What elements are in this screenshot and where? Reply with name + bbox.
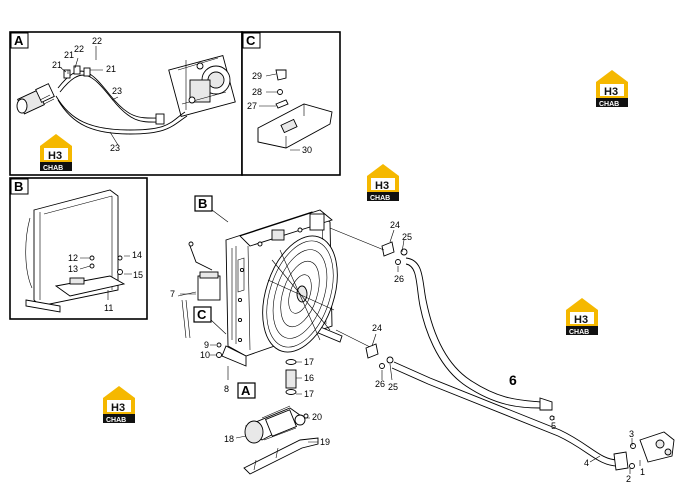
reservoir-bracket	[177, 241, 221, 339]
svg-text:H3: H3	[574, 314, 588, 326]
panel-a-hoses	[55, 65, 188, 135]
watermark-logo: H3 CHAB	[40, 134, 72, 172]
callout-19: 19	[320, 437, 330, 447]
watermark-logo: H3 CHAB	[596, 70, 628, 108]
marker-b: B	[198, 196, 207, 211]
callout-5: 5	[551, 421, 556, 431]
callout-a-23-lower: 23	[110, 143, 120, 153]
callout-a-22-top: 22	[92, 36, 102, 46]
panel-b-label: B	[14, 179, 23, 194]
callout-a-23-upper: 23	[112, 86, 122, 96]
watermark-logo: H3 CHAB	[367, 164, 399, 202]
callout-25-upper: 25	[402, 232, 412, 242]
callout-b-13: 13	[68, 264, 78, 274]
callout-a-21-far-left: 21	[52, 60, 62, 70]
callout-18: 18	[224, 434, 234, 444]
watermark-logo: H3 CHAB	[103, 386, 135, 424]
svg-text:H3: H3	[375, 180, 389, 192]
callout-26-upper: 26	[394, 274, 404, 284]
svg-text:H3: H3	[48, 150, 62, 162]
watermark-logo: H3 CHAB	[566, 298, 598, 336]
callout-4: 4	[584, 458, 589, 468]
callout-17-lower: 17	[304, 389, 314, 399]
detail-panel-b: B 12 13 14 15 11	[9, 177, 148, 320]
svg-text:CHAB: CHAB	[43, 165, 63, 172]
detail-panel-c: C 29 28 27 30	[241, 31, 341, 176]
callout-1: 1	[640, 467, 645, 477]
callout-20: 20	[312, 412, 322, 422]
coupling-stack	[285, 359, 297, 395]
callout-17-upper: 17	[304, 357, 314, 367]
main-assembly: B C A	[170, 195, 675, 484]
callout-7: 7	[170, 289, 175, 299]
upper-hose-fittings	[329, 227, 408, 349]
callout-26-lower: 26	[375, 379, 385, 389]
callout-b-14: 14	[132, 250, 142, 260]
callout-c-27: 27	[247, 101, 257, 111]
svg-text:H3: H3	[111, 402, 125, 414]
long-hoses	[391, 257, 675, 471]
lower-hose-fittings	[365, 343, 394, 369]
callout-25-lower: 25	[388, 382, 398, 392]
panel-a-label: A	[14, 33, 24, 48]
svg-text:CHAB: CHAB	[370, 195, 390, 202]
callout-b-11: 11	[104, 303, 113, 313]
callout-c-30: 30	[302, 145, 312, 155]
panel-a-pump	[16, 83, 55, 115]
callout-a-21-right: 21	[106, 64, 116, 74]
callout-10: 10	[200, 350, 210, 360]
svg-text:CHAB: CHAB	[569, 329, 589, 336]
hydraulic-pump-motor	[243, 405, 319, 475]
watermark-logo-bottom: CHAB	[599, 101, 619, 108]
cooling-fan	[262, 235, 338, 353]
callout-8: 8	[224, 384, 229, 394]
callout-24-lower: 24	[372, 323, 382, 333]
callout-24-upper: 24	[390, 220, 400, 230]
callout-b-15: 15	[133, 270, 143, 280]
callout-2: 2	[626, 474, 631, 484]
callout-a-21-left: 21	[64, 50, 74, 60]
marker-a: A	[241, 383, 251, 398]
callout-9: 9	[204, 340, 209, 350]
callout-a-22-mid: 22	[74, 44, 84, 54]
panel-a-valve-block	[168, 55, 236, 117]
marker-c: C	[197, 307, 207, 322]
callout-c-29: 29	[252, 71, 262, 81]
callout-c-28: 28	[252, 87, 262, 97]
callout-6: 6	[509, 372, 517, 388]
watermark-logo-top: H3	[604, 86, 618, 98]
panel-c-label: C	[246, 33, 256, 48]
callout-3: 3	[629, 429, 634, 439]
callout-b-12: 12	[68, 253, 78, 263]
svg-text:CHAB: CHAB	[106, 417, 126, 424]
callout-16: 16	[304, 373, 314, 383]
